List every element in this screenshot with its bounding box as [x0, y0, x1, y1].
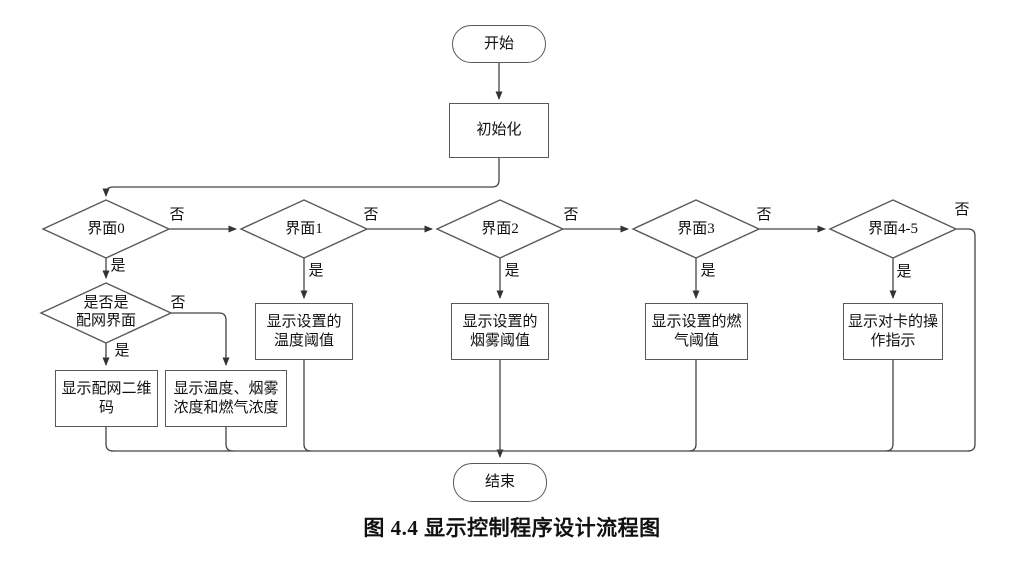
branch-label-yes-is-config: 是 — [113, 343, 131, 359]
node-end: 结束 — [453, 463, 547, 502]
connector-cardops-down — [885, 360, 894, 452]
decision-shape-interface0 — [41, 199, 171, 259]
figure-caption: 图 4.4 显示控制程序设计流程图 — [363, 516, 661, 540]
branch-label-yes-interface0: 是 — [109, 258, 127, 274]
decision-shape-is-config-screen — [39, 282, 173, 344]
decision-shape-interface45 — [828, 199, 958, 259]
node-show-smoke-threshold: 显示设置的 烟雾阈值 — [451, 303, 549, 360]
connector-temp-down — [303, 360, 312, 452]
branch-label-no-interface0: 否 — [168, 207, 186, 223]
branch-label-no-interface2: 否 — [562, 207, 580, 223]
branch-label-yes-interface1: 是 — [307, 263, 325, 279]
node-show-temp-threshold: 显示设置的 温度阈值 — [255, 303, 353, 360]
connector-qrcode-down — [105, 427, 114, 452]
decision-label-interface1: 界面1 — [285, 221, 323, 237]
connector-subdecision-no-to-readings — [171, 312, 230, 366]
node-show-qrcode: 显示配网二维 码 — [55, 370, 158, 427]
node-init: 初始化 — [449, 103, 549, 158]
node-show-gas-threshold: 显示设置的燃 气阈值 — [645, 303, 748, 360]
connector-init-to-interface0 — [102, 158, 500, 197]
connector-gas-down — [688, 360, 697, 452]
branch-label-no-interface1: 否 — [362, 207, 380, 223]
decision-label-interface45: 界面4-5 — [868, 221, 918, 237]
decision-label-interface0: 界面0 — [87, 221, 125, 237]
branch-label-yes-interface2: 是 — [503, 263, 521, 279]
decision-label-is-config-screen: 是否是 配网界面 — [75, 295, 137, 329]
decision-shape-interface2 — [435, 199, 565, 259]
node-show-readings: 显示温度、烟雾 浓度和燃气浓度 — [165, 370, 287, 427]
branch-label-yes-interface45: 是 — [895, 264, 913, 280]
connector-interface45-no-down — [956, 228, 976, 452]
node-start: 开始 — [452, 25, 546, 63]
decision-label-interface2: 界面2 — [481, 221, 519, 237]
branch-label-yes-interface3: 是 — [699, 263, 717, 279]
decision-shape-interface3 — [631, 199, 761, 259]
decision-label-interface3: 界面3 — [677, 221, 715, 237]
decision-shape-interface1 — [239, 199, 369, 259]
branch-label-no-is-config: 否 — [169, 295, 187, 311]
branch-label-no-interface45: 否 — [953, 202, 971, 218]
branch-label-no-interface3: 否 — [755, 207, 773, 223]
connector-readings-down — [225, 427, 234, 452]
node-show-card-ops: 显示对卡的操 作指示 — [843, 303, 943, 360]
